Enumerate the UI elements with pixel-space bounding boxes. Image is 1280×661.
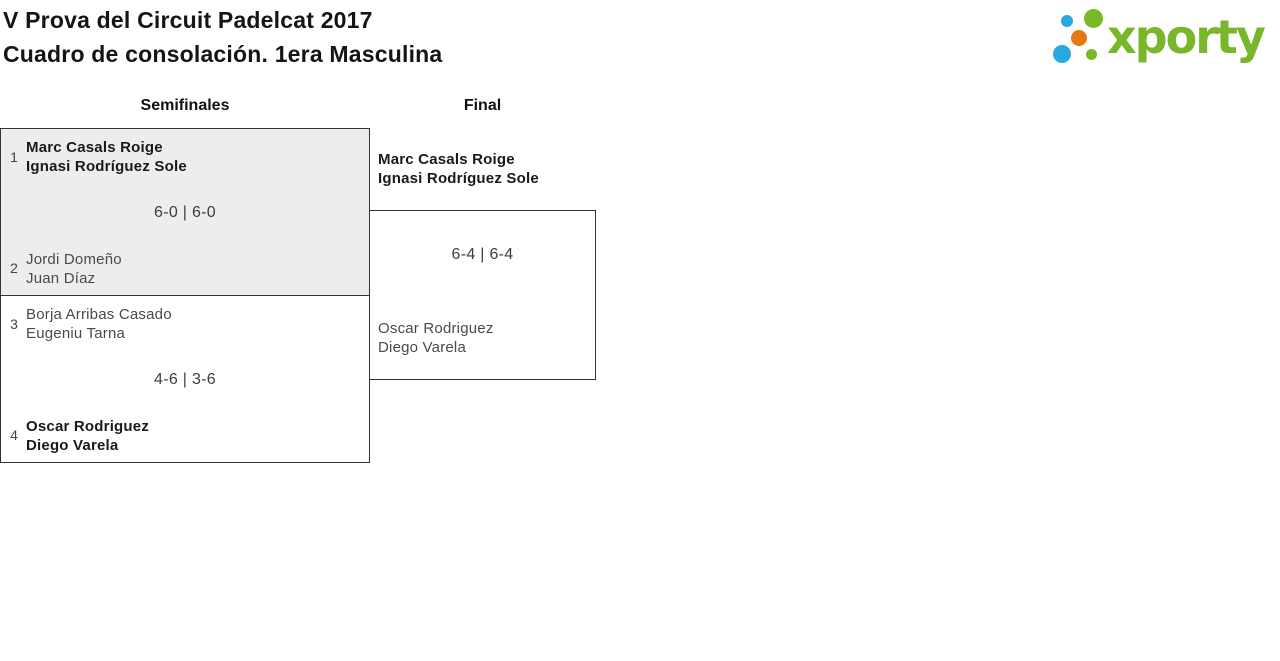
player-name: Jordi Domeño (26, 251, 122, 268)
player-name: Marc Casals Roige (378, 151, 515, 168)
draw-subtitle: Cuadro de consolación. 1era Masculina (3, 41, 443, 67)
player-name: Diego Varela (26, 437, 119, 454)
match-score: 6-4 | 6-4 (451, 246, 514, 263)
seed-number: 3 (10, 316, 18, 332)
player-name: Eugeniu Tarna (26, 325, 126, 342)
team-pair: Marc Casals Roige Ignasi Rodríguez Sole (26, 138, 187, 176)
team-pair: Oscar Rodriguez Diego Varela (26, 417, 149, 455)
match-score: 4-6 | 3-6 (154, 371, 216, 388)
logo-dot-blue-small-icon (1061, 15, 1073, 27)
player-name: Ignasi Rodríguez Sole (26, 158, 187, 175)
player-name: Juan Díaz (26, 270, 96, 287)
match-box-semifinal-1: 1 Marc Casals Roige Ignasi Rodríguez Sol… (0, 128, 370, 296)
logo-wordmark: xporty (1107, 10, 1266, 64)
seed-number: 1 (10, 149, 18, 165)
logo-dot-green-large-icon (1084, 9, 1103, 28)
player-name: Borja Arribas Casado (26, 306, 172, 323)
player-name: Ignasi Rodríguez Sole (378, 170, 539, 187)
match-score: 6-0 | 6-0 (154, 204, 216, 221)
logo-dot-green-small-icon (1086, 49, 1097, 60)
player-name: Marc Casals Roige (26, 139, 163, 156)
player-name: Oscar Rodriguez (378, 320, 494, 337)
round-header-semifinales: Semifinales (140, 97, 230, 114)
round-header-final: Final (463, 97, 502, 114)
xporty-logo[interactable]: xporty (1050, 5, 1280, 75)
match-box-final: 6-4 | 6-4 Oscar Rodriguez Diego Varela (369, 210, 596, 380)
seed-number: 2 (10, 260, 18, 276)
logo-dot-orange-icon (1071, 30, 1087, 46)
player-name: Diego Varela (378, 339, 467, 356)
final-team-runner-up: Oscar Rodriguez Diego Varela (378, 319, 494, 357)
page-title: V Prova del Circuit Padelcat 2017 Cuadro… (3, 3, 442, 71)
team-pair: Jordi Domeño Juan Díaz (26, 250, 122, 288)
player-name: Oscar Rodriguez (26, 418, 150, 435)
tournament-title: V Prova del Circuit Padelcat 2017 (3, 7, 373, 33)
seed-number: 4 (10, 427, 18, 443)
final-team-winner: Marc Casals Roige Ignasi Rodríguez Sole (378, 150, 539, 188)
logo-dot-blue-large-icon (1053, 45, 1071, 63)
match-box-semifinal-2: 3 Borja Arribas Casado Eugeniu Tarna 4-6… (0, 295, 370, 463)
team-pair: Borja Arribas Casado Eugeniu Tarna (26, 305, 172, 343)
